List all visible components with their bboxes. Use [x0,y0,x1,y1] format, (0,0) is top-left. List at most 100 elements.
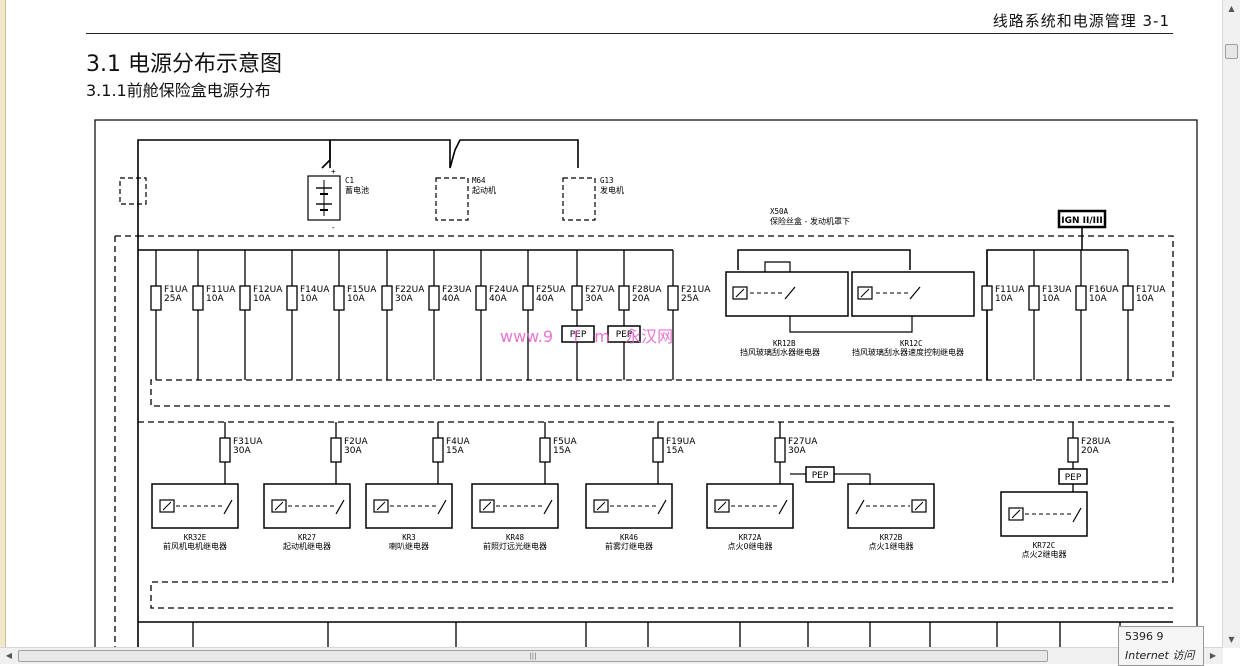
fuse-name: F16UA [1089,285,1119,295]
fuse [774,437,786,463]
relay-coil-mark [482,501,492,511]
ign-label: IGN II/III [1061,216,1102,226]
fuse [428,285,440,311]
scroll-down-icon[interactable]: ▼ [1228,635,1235,644]
page-header-title: 线路系统和电源管理 3-1 [992,12,1170,30]
fuse-rating: 15A [553,446,571,456]
fuse-name: F2UA [344,437,368,447]
fuse [981,285,993,311]
relay-code: KR46 [620,533,639,542]
relays-row2: KR32E前风机电机继电器KR27起动机继电器KR3喇叭继电器KR48前照灯远光… [151,483,1088,559]
relay-box [471,483,559,529]
relay-switch [437,499,447,515]
vertical-scrollbar[interactable]: ▲ ▼ [1222,0,1240,648]
relay-code: KR32E [184,533,207,542]
scroll-right-icon[interactable]: ▶ [1209,651,1217,660]
fuse-rating: 20A [632,294,650,304]
fuse-rating: 25A [164,294,182,304]
fuse [522,285,534,311]
relay-name: 喇叭继电器 [389,541,429,551]
fuse [432,437,444,463]
relay-box [585,483,673,529]
relay-coil [159,499,175,513]
relay-box [706,483,794,529]
fuse-rating: 15A [666,446,684,456]
horizontal-scrollbar[interactable]: ◀ ||| ▶ [0,647,1223,664]
battery-c1: + - C1 蓄电池 [307,167,369,232]
fuse-rating: 10A [347,294,365,304]
relay-code: KR72A [739,533,762,542]
bottom-bus-drops [192,622,1121,648]
starter-name: 起动机 [472,185,496,195]
fuses-row1: F1UA25AF11UA10AF12UA10AF14UA10AF15UA10AF… [150,250,711,380]
pep-label: PEP [616,330,633,340]
relay-name: 前照灯远光继电器 [483,541,547,551]
svg-text:-: - [331,223,336,232]
fuse-rating: 10A [206,294,224,304]
pep-row2: PEP PEP [790,466,1088,485]
fusebox-upper-border [138,235,1174,407]
status-zone: Internet 访问 [1125,649,1195,662]
fuse [1122,285,1134,311]
generator-code: G13 [600,176,614,185]
vertical-scroll-thumb[interactable] [1225,44,1238,59]
relay-coil-mark [717,501,727,511]
fusebox-lower-border [138,421,1174,609]
fuse [1028,285,1040,311]
relay-code: KR3 [402,533,416,542]
scroll-left-icon[interactable]: ◀ [5,651,13,660]
relay-coil-mark [274,501,284,511]
fuse-name: F13UA [1042,285,1072,295]
relay-kr12c-name: 挡风玻璃刮水器速度控制继电器 [852,347,964,357]
relay-coil [271,499,287,513]
svg-text:+: + [331,167,336,176]
fuse-name: F25UA [536,285,566,295]
fuse-rating: 30A [788,446,806,456]
horizontal-scroll-thumb[interactable]: ||| [18,650,1048,662]
fuse-name: F28UA [632,285,662,295]
status-line1: 5396 9 [1125,630,1164,643]
fuse-name: F11UA [206,285,236,295]
pep-label: PEP [812,471,829,481]
battery-name: 蓄电池 [345,185,369,195]
relay-coil [911,499,927,513]
fuse [475,285,487,311]
fuse-name: F4UA [446,437,470,447]
fuse [539,437,551,463]
ground-switch [119,177,147,205]
relay-coil [1008,507,1024,521]
relay-box [263,483,351,529]
relay-coil [714,499,730,513]
relay-box [1000,491,1088,537]
fuse-rating: 30A [395,294,413,304]
fuse-name: F14UA [300,285,330,295]
generator-name: 发电机 [600,185,624,195]
fuse-name: F24UA [489,285,519,295]
fuse-rating: 25A [681,294,699,304]
fuse [652,437,664,463]
fuse-name: F21UA [681,285,711,295]
top-wiring [137,139,579,648]
relay-coil-mark [376,501,386,511]
relay-kr12b-code: KR12B [773,339,796,348]
relay-name: 前雾灯继电器 [605,541,653,551]
relay-kr12b-name: 挡风玻璃刮水器继电器 [740,347,820,357]
fuse-name: F1UA [164,285,188,295]
pep-label: PEP [1065,473,1082,483]
fusebox-code: X50A [770,207,789,216]
fuse-name: F19UA [666,437,696,447]
relay-name: 点火2继电器 [1021,549,1066,559]
relay-coil [479,499,495,513]
fuse-name: F28UA [1081,437,1111,447]
relay-switch [335,499,345,515]
fuse-rating: 30A [233,446,251,456]
fuse-rating: 30A [344,446,362,456]
fuse [239,285,251,311]
relay-box [847,483,935,529]
fuse-name: F23UA [442,285,472,295]
starter-m64: M64 起动机 [435,176,496,221]
relay-coil-mark [162,501,172,511]
fuse [667,285,679,311]
scroll-up-icon[interactable]: ▲ [1228,4,1235,13]
relay-coil [593,499,609,513]
